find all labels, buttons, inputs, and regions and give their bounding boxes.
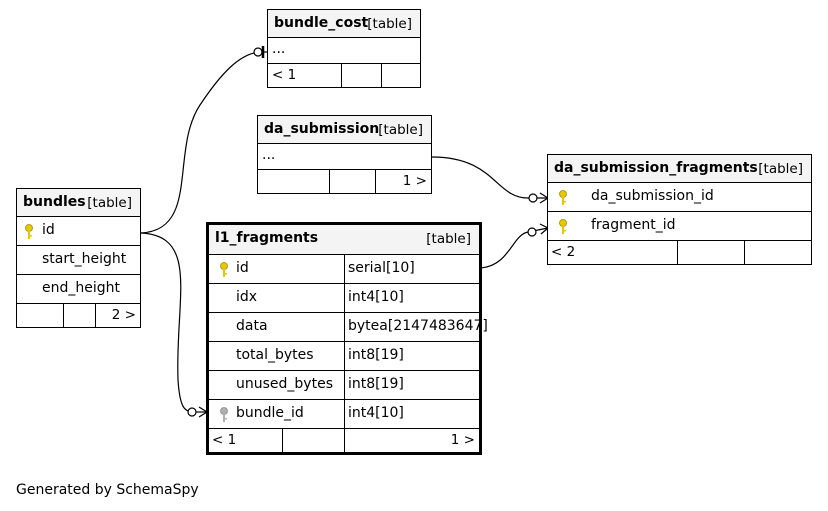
column-row[interactable]: id [17, 217, 140, 246]
ellipsis-text: ... [262, 147, 276, 163]
column-row[interactable]: fragment_id [548, 212, 811, 241]
column-type: int4[10] [348, 289, 404, 305]
table-da-submission-fragments[interactable]: da_submission_fragments [table] da_submi… [547, 154, 812, 265]
footer-left: < 2 [551, 244, 576, 260]
column-type: bytea[2147483647] [348, 318, 488, 334]
table-footer: < 1 1 > [209, 429, 479, 452]
ellipsis-text: ... [272, 41, 286, 57]
column-name: data [236, 318, 268, 334]
column-row[interactable]: bundle_id int4[10] [209, 400, 479, 429]
column-type: int8[19] [348, 376, 404, 392]
column-name: id [42, 222, 55, 238]
table-name: l1_fragments [215, 230, 319, 246]
table-name: bundle_cost [274, 15, 369, 31]
column-row[interactable]: data bytea[2147483647] [209, 313, 488, 342]
table-type: [table] [87, 195, 132, 211]
table-header: da_submission [table] [258, 116, 431, 144]
table-header: l1_fragments [table] [209, 225, 479, 255]
edge-l1-fragments-da-fragments [480, 231, 529, 269]
table-name: da_submission [264, 121, 380, 137]
column-type: serial[10] [348, 260, 415, 276]
primary-key-icon [558, 219, 568, 239]
edge-da-submission-fragments [431, 156, 529, 199]
ellipsis-row: ... [258, 144, 431, 170]
column-name: start_height [42, 251, 127, 267]
column-name: id [236, 260, 249, 276]
footer-right: 1 > [402, 173, 427, 189]
table-da-submission[interactable]: da_submission [table] ... 1 > [257, 115, 432, 194]
column-name: bundle_id [236, 405, 304, 421]
column-type: int8[19] [348, 347, 404, 363]
column-name: end_height [42, 280, 120, 296]
table-type: [table] [758, 161, 803, 177]
footer-right: 1 > [450, 432, 475, 448]
table-header: bundle_cost [table] [268, 10, 420, 38]
table-name: da_submission_fragments [554, 160, 758, 176]
table-type: [table] [367, 16, 412, 32]
footer-right: 2 > [111, 307, 136, 323]
column-name: da_submission_id [591, 188, 714, 204]
table-bundles[interactable]: bundles [table] id start_height end_heig… [16, 188, 141, 328]
primary-key-icon [558, 190, 568, 210]
foreign-key-icon [219, 407, 229, 427]
table-type: [table] [378, 122, 423, 138]
footer-left: < 1 [272, 67, 297, 83]
column-row[interactable]: idx int4[10] [209, 284, 479, 313]
column-name: fragment_id [591, 217, 676, 233]
table-type: [table] [426, 231, 471, 247]
ellipsis-row: ... [268, 38, 420, 64]
edge-bundles-bundle-cost [140, 51, 263, 234]
table-name: bundles [23, 194, 86, 210]
table-header: bundles [table] [17, 189, 140, 217]
table-footer: < 1 [268, 64, 420, 87]
column-row[interactable]: end_height [17, 275, 140, 304]
column-row[interactable]: id serial[10] [209, 255, 479, 284]
table-l1-fragments[interactable]: l1_fragments [table] id serial[10] idx i… [206, 222, 488, 455]
column-row[interactable]: start_height [17, 246, 140, 275]
column-name: idx [236, 289, 258, 305]
column-row[interactable]: total_bytes int8[19] [209, 342, 479, 371]
edge-bundles-l1-fragments [140, 232, 197, 413]
table-footer: 2 > [17, 304, 140, 327]
generated-by-credit: Generated by SchemaSpy [16, 482, 199, 498]
column-name: total_bytes [236, 347, 314, 363]
table-footer: < 2 [548, 241, 811, 264]
table-bundle-cost[interactable]: bundle_cost [table] ... < 1 [267, 9, 421, 88]
primary-key-icon [24, 224, 34, 244]
column-row[interactable]: da_submission_id [548, 183, 811, 212]
table-header: da_submission_fragments [table] [548, 155, 811, 183]
column-row[interactable]: unused_bytes int8[19] [209, 371, 479, 400]
column-type: int4[10] [348, 405, 404, 421]
column-name: unused_bytes [236, 376, 333, 392]
primary-key-icon [219, 262, 229, 282]
table-footer: 1 > [258, 170, 431, 193]
footer-left: < 1 [212, 432, 237, 448]
